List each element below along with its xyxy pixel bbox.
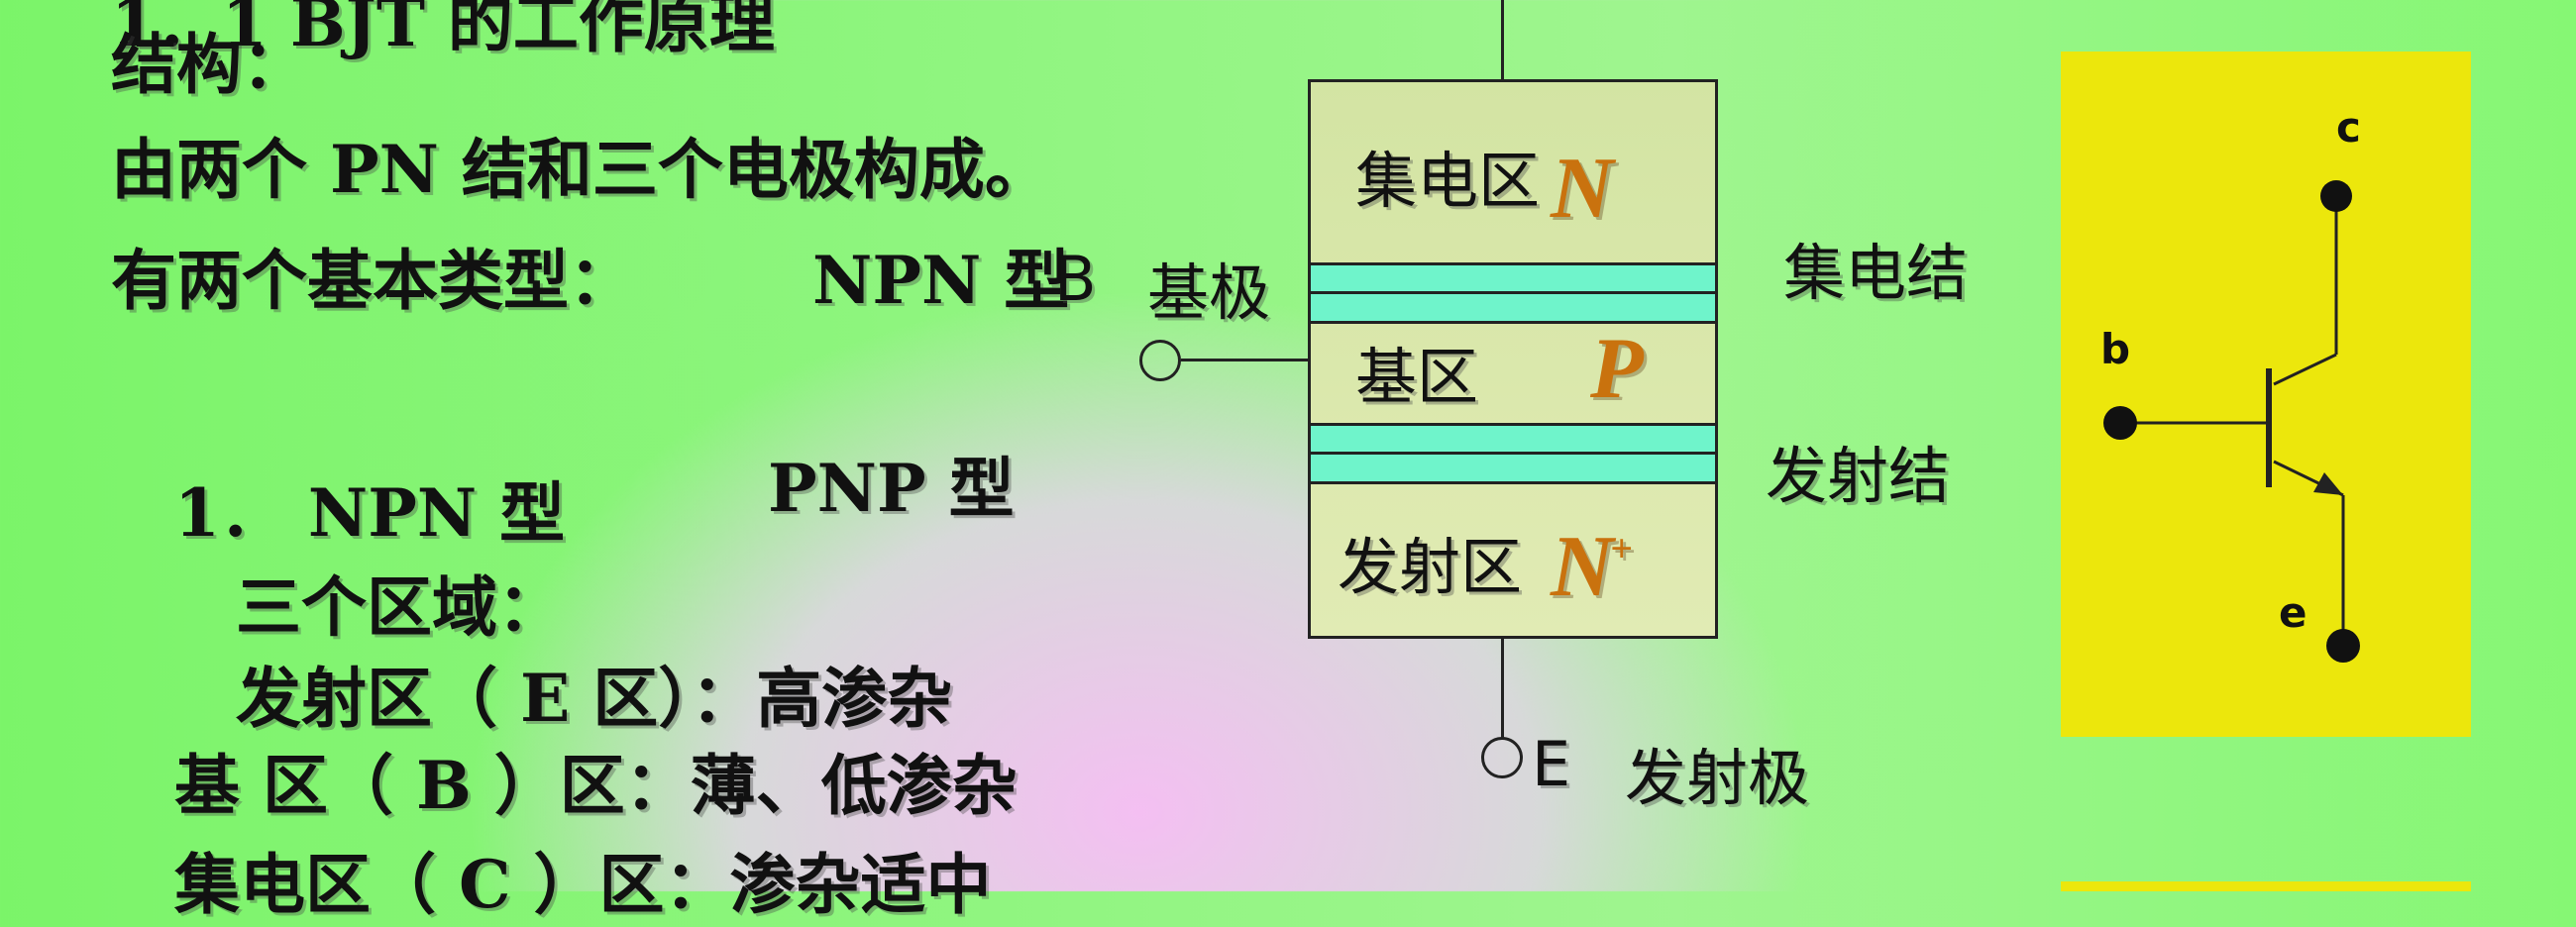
collector-region-desc: 集电区（ C ）区：渗杂适中	[174, 846, 992, 923]
collector-junction-label: 集电结	[1783, 237, 1969, 309]
type-pnp: PNP 型	[768, 450, 1015, 527]
emitter-terminal-letter: E	[1532, 728, 1571, 800]
section-npn-title: 1． NPN 型	[174, 474, 566, 552]
emitter-lead	[1501, 639, 1504, 738]
base-lead	[1181, 359, 1310, 361]
emitter-region-label: 发射区	[1338, 531, 1523, 603]
base-region-desc: 基 区（ B ）区：薄、低渗杂	[174, 747, 1018, 824]
collector-n-letter: N	[1551, 141, 1614, 237]
base-terminal-circle	[1139, 340, 1181, 381]
npn-symbol-panel: c b e	[2061, 52, 2471, 737]
transistor-structure	[1308, 79, 1718, 639]
symbol-base-label: b	[2100, 325, 2131, 373]
emitter-n-letter: N	[1551, 519, 1614, 615]
emitter-junction-label: 发射结	[1766, 440, 1951, 512]
collector-region-label: 集电区	[1355, 145, 1541, 217]
composition-line: 由两个 PN 结和三个电极构成。	[111, 131, 1050, 208]
symbol-emitter-label: e	[2279, 588, 2308, 637]
base-electrode-label: 基极	[1147, 257, 1271, 329]
type-npn: NPN 型	[812, 242, 1070, 319]
emitter-junction-band	[1311, 423, 1715, 484]
emitter-region-desc: 发射区（ E 区）：高渗杂	[236, 660, 953, 737]
symbol-panel-bottom	[2061, 881, 2471, 891]
base-p-letter: P	[1590, 321, 1644, 417]
base-terminal-letter: B	[1054, 243, 1097, 315]
structure-label: 结构：	[111, 26, 307, 103]
emitter-junction-divider	[1311, 452, 1715, 455]
types-line: 有两个基本类型：	[111, 242, 634, 319]
npn-transistor-symbol-icon	[2103, 180, 2360, 663]
symbol-collector-label: c	[2336, 103, 2361, 152]
emitter-terminal-circle	[1481, 737, 1523, 778]
collector-lead	[1501, 0, 1504, 81]
base-region-label: 基区	[1355, 341, 1479, 413]
heading-top: 1．1 BJT 的工作原理	[111, 0, 775, 61]
emitter-plus-sign: +	[1610, 526, 1633, 570]
three-regions-label: 三个区域：	[236, 568, 563, 646]
collector-junction-divider	[1311, 291, 1715, 294]
emitter-electrode-label: 发射极	[1625, 742, 1810, 814]
collector-junction-band	[1311, 262, 1715, 324]
